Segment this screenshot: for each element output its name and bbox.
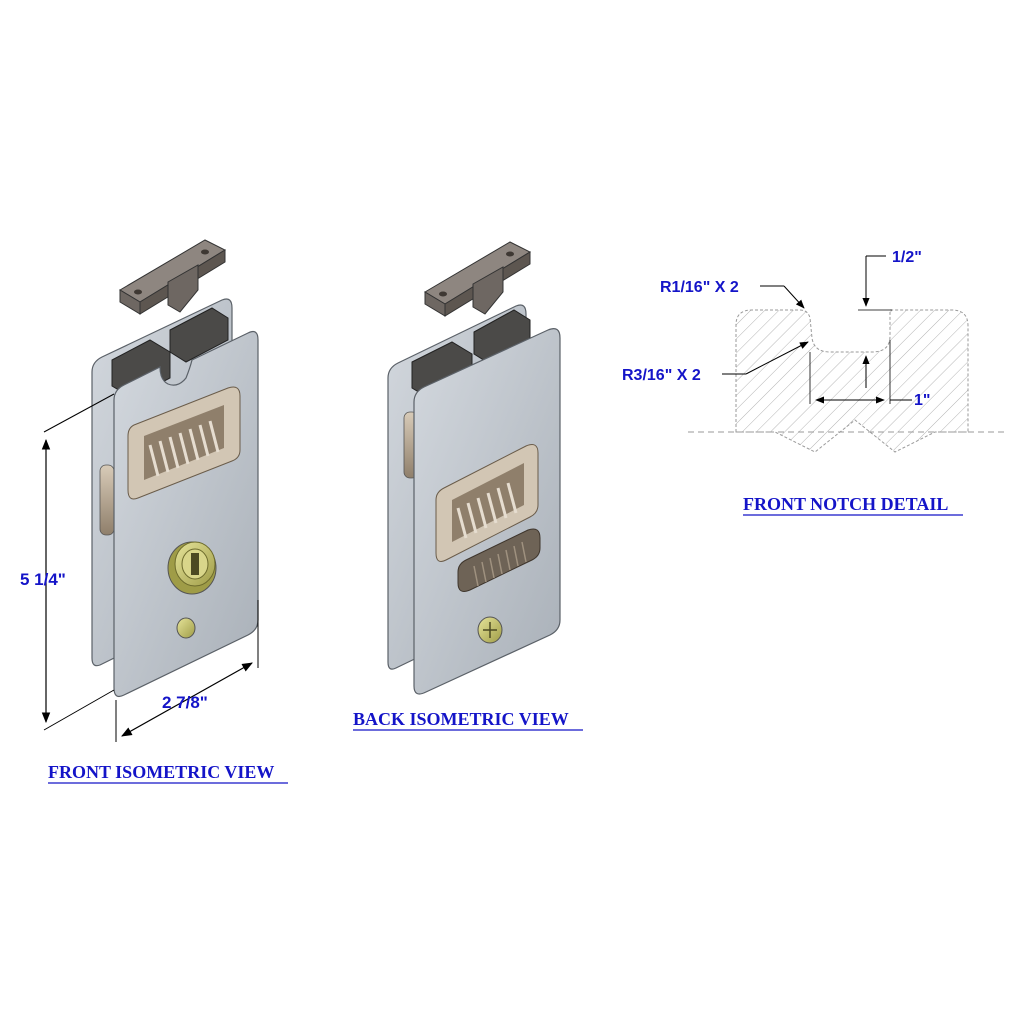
front-lock-cylinder-icon — [167, 541, 217, 595]
small-radius-label: R1/16" X 2 — [660, 279, 739, 296]
front-top-bracket — [119, 239, 227, 315]
notch-width-label: 1" — [914, 392, 930, 409]
front-width-dimension: 2 7/8" — [115, 600, 259, 742]
front-height-dimension: 5 1/4" — [20, 393, 115, 731]
back-main-plate — [413, 328, 561, 695]
front-finger-pull-icon — [127, 386, 241, 500]
front-main-plate — [113, 330, 259, 698]
back-phillips-screw-icon — [477, 616, 503, 644]
back-slider-latch-icon — [457, 528, 541, 592]
back-finger-pull-icon — [435, 444, 539, 562]
width-dimension-label: 2 7/8" — [162, 693, 208, 712]
front-view-title: FRONT ISOMETRIC VIEW — [48, 762, 274, 782]
back-isometric-view: BACK ISOMETRIC VIEW — [353, 241, 583, 731]
notch-detail-title: FRONT NOTCH DETAIL — [743, 494, 948, 514]
back-top-bracket — [424, 241, 532, 317]
height-dimension-label: 5 1/4" — [20, 570, 66, 589]
notch-depth-label: 1/2" — [892, 249, 922, 266]
front-notch-detail: 1/2" 1" R1/16" X 2 R3/16" X 2 FRONT NOTC… — [622, 249, 1008, 516]
notch-section-profile — [735, 309, 969, 453]
front-screw-icon — [176, 617, 196, 639]
back-view-title: BACK ISOMETRIC VIEW — [353, 709, 569, 729]
front-isometric-view: 5 1/4" 2 7/8" FRONT ISOMETRIC VIEW — [20, 239, 288, 784]
front-spacer-right — [169, 307, 229, 363]
large-radius-label: R3/16" X 2 — [622, 367, 701, 384]
